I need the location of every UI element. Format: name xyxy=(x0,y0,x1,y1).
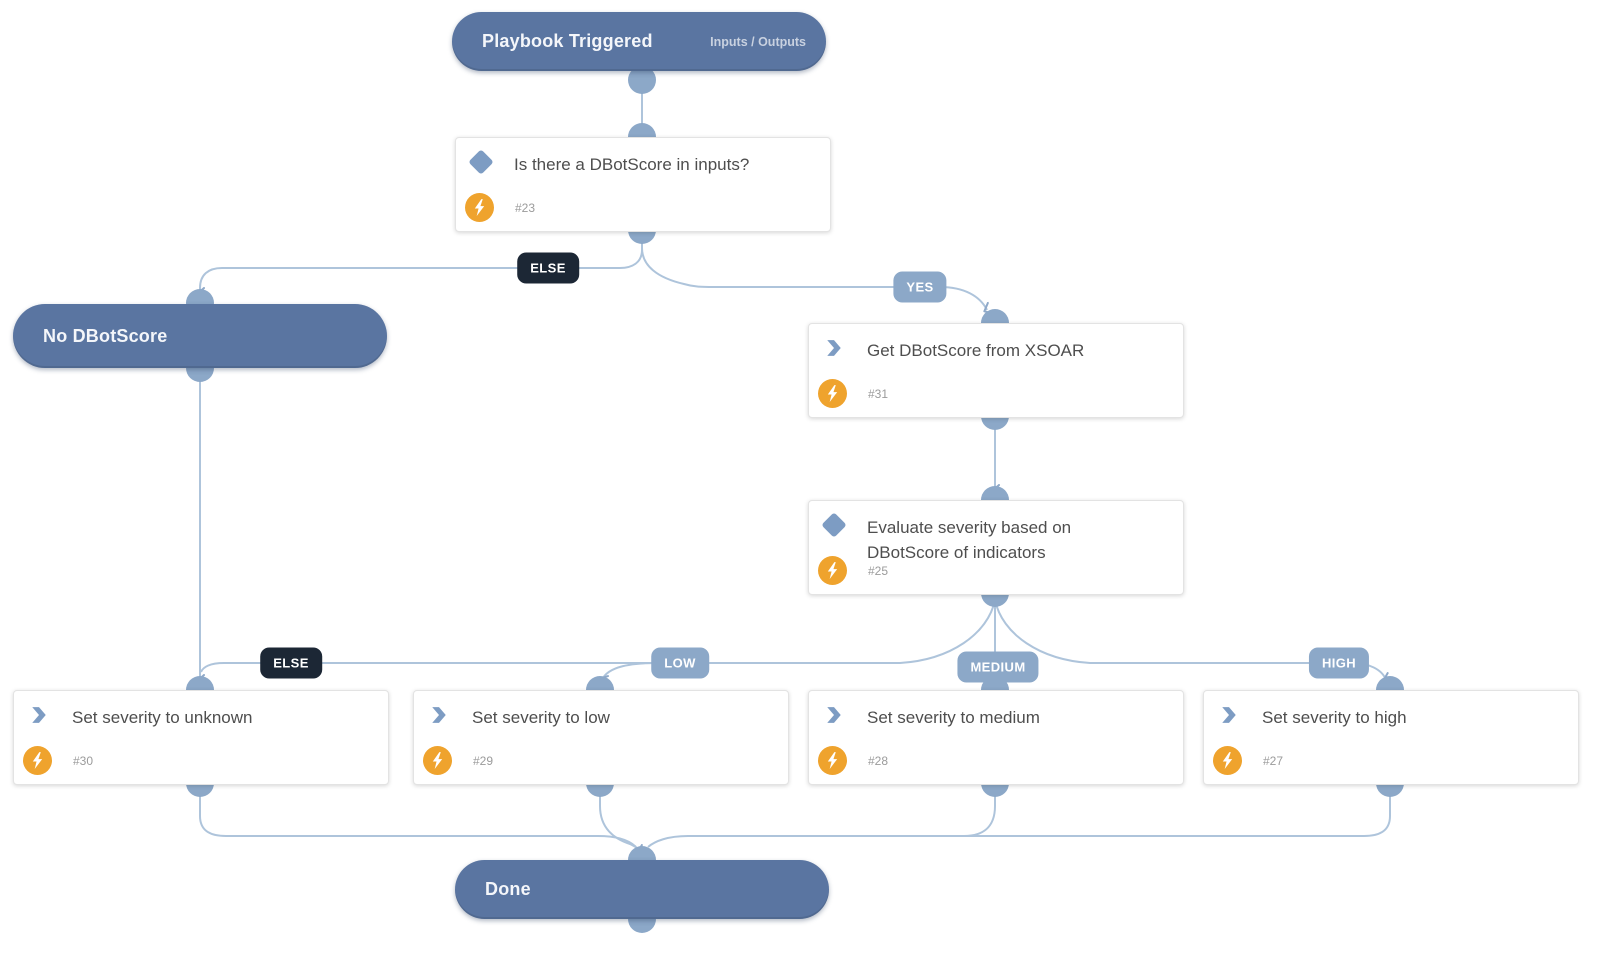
edge-condition-yes xyxy=(641,236,995,315)
task-id: #27 xyxy=(1263,754,1284,768)
automation-chevron-icon xyxy=(825,339,843,357)
branch-label-medium: MEDIUM xyxy=(957,651,1039,683)
automation-bolt-icon xyxy=(818,379,847,408)
edge-evaluate-high xyxy=(994,599,1393,686)
task-id: #31 xyxy=(868,387,889,401)
task-id: #23 xyxy=(515,201,536,215)
task-title: Set severity to low xyxy=(472,708,610,727)
branch-label-high: HIGH xyxy=(1308,647,1370,679)
task-set-severity-medium[interactable]: Set severity to medium #28 xyxy=(808,690,1184,785)
edge-high-done xyxy=(647,783,1391,848)
branch-label-low: LOW xyxy=(651,647,709,679)
task-id: #29 xyxy=(473,754,494,768)
task-get-dbotscore[interactable]: Get DBotScore from XSOAR #31 xyxy=(808,323,1184,418)
branch-label-else-top: ELSE xyxy=(517,252,579,284)
task-title: Get DBotScore from XSOAR xyxy=(867,341,1085,360)
task-evaluate-severity[interactable]: Evaluate severity based on DBotScore of … xyxy=(808,500,1184,595)
connector-dot xyxy=(628,66,656,94)
terminal-label: Done xyxy=(485,879,531,899)
automation-bolt-icon xyxy=(465,193,494,222)
task-title: Set severity to medium xyxy=(867,708,1040,727)
automation-chevron-icon xyxy=(825,706,843,724)
trigger-node[interactable]: Playbook Triggered Inputs / Outputs xyxy=(452,12,826,71)
edge-evaluate-else xyxy=(200,599,996,673)
edge-condition-else xyxy=(196,236,643,301)
task-condition-dbotscore[interactable]: Is there a DBotScore in inputs? #23 xyxy=(455,137,831,232)
automation-chevron-icon xyxy=(1220,706,1238,724)
task-set-severity-low[interactable]: Set severity to low #29 xyxy=(413,690,789,785)
task-id: #28 xyxy=(868,754,889,768)
automation-bolt-icon xyxy=(1213,746,1242,775)
task-id: #25 xyxy=(868,564,889,578)
task-title: Set severity to high xyxy=(1262,708,1407,727)
task-title: Is there a DBotScore in inputs? xyxy=(514,155,750,174)
inputs-outputs-link[interactable]: Inputs / Outputs xyxy=(710,34,806,49)
automation-bolt-icon xyxy=(423,746,452,775)
connector-edges xyxy=(196,80,1393,858)
edge-medium-done xyxy=(700,783,996,837)
branch-label-else-bottom: ELSE xyxy=(260,647,322,679)
automation-bolt-icon xyxy=(818,746,847,775)
task-id: #30 xyxy=(73,754,94,768)
trigger-label: Playbook Triggered xyxy=(482,31,653,51)
automation-chevron-icon xyxy=(30,706,48,724)
condition-icon xyxy=(468,149,494,175)
terminal-no-dbotscore[interactable]: No DBotScore xyxy=(13,304,387,368)
terminal-done[interactable]: Done xyxy=(455,860,829,919)
automation-bolt-icon xyxy=(23,746,52,775)
edge-unknown-done xyxy=(199,783,637,848)
task-title: Evaluate severity based on DBotScore of … xyxy=(867,518,1072,562)
condition-icon xyxy=(821,512,847,538)
task-set-severity-high[interactable]: Set severity to high #27 xyxy=(1203,690,1579,785)
edge-low-drop xyxy=(598,662,659,689)
branch-label-yes: YES xyxy=(893,271,947,303)
task-set-severity-unknown[interactable]: Set severity to unknown #30 xyxy=(13,690,389,785)
automation-chevron-icon xyxy=(430,706,448,724)
automation-bolt-icon xyxy=(818,556,847,585)
task-title: Set severity to unknown xyxy=(72,708,253,727)
terminal-label: No DBotScore xyxy=(43,325,168,346)
